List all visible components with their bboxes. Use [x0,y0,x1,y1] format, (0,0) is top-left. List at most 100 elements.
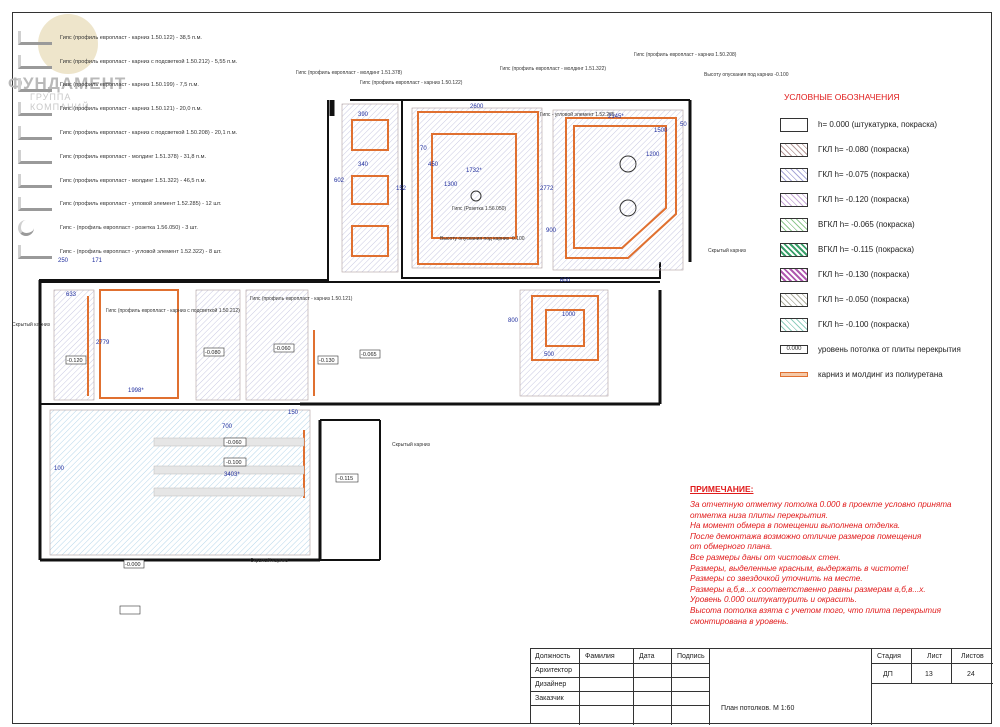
label-height-down-2: Высоту опускания под карниз -0.100 [440,236,525,242]
profile-icon [18,78,52,93]
material-item: Гипс (профиль европласт - карниз с подсв… [18,50,278,74]
stamp-sheets-label: Листов [961,653,984,660]
dim-390: 390 [358,112,369,118]
stamp-role-customer: Заказчик [535,695,564,702]
dim-633: 633 [66,292,77,298]
dim-602: 602 [334,178,345,184]
legend-swatch [780,167,808,182]
label-corner: Гипс - угловой элемент 1.52.285 [540,111,615,118]
stamp-title: План потолков. М 1:60 [721,705,795,712]
label-profile-122: Гипс (профиль европласт - карниз 1.50.12… [360,80,463,86]
note-line: отметка низа плиты перекрытия. [690,510,828,520]
material-item: Гипс (профиль европласт - карниз 1.50.12… [18,26,278,50]
note-line: Размеры а,б,в...х соответственно равны р… [690,584,926,594]
material-item: Гипс (профиль европласт - карниз с подсв… [18,121,278,145]
legend-item: h= 0.000 (штукатурка, покраска) [780,112,980,137]
profile-icon [18,197,52,212]
stamp-role-architect: Архитектор [535,667,572,674]
material-item: Гипс (профиль европласт - карниз 1.50.12… [18,97,278,121]
level-0-130: -0.130 [319,358,335,364]
profile-icon [18,30,52,45]
profile-icon [18,102,52,117]
dim-2600: 2600 [470,104,484,110]
legend-item: ГКЛ h= -0.050 (покраска) [780,287,980,312]
dim-150: 150 [288,410,299,416]
legend-item: ГКЛ h= -0.130 (покраска) [780,262,980,287]
dim-600: 600 [560,278,571,284]
dim-2772: 2772 [540,186,554,192]
rosettes [470,155,637,217]
dim-1300: 1300 [444,182,458,188]
walls [38,99,692,562]
level-0-100: -0.100 [226,460,242,466]
legend-item: ВГКЛ h= -0.115 (покраска) [780,237,980,262]
legend-item: ГКЛ h= -0.075 (покраска) [780,162,980,187]
dim-1998: 1998* [128,388,144,394]
note-line: Размеры со звездочкой уточнить на месте. [690,574,863,584]
label-profile-212: Гипс (профиль европласт - карниз с подсв… [106,307,240,314]
stamp-role-designer: Дизайнер [535,681,567,688]
company-logo: ФУНДАМЕНТ ГРУППА КОМПАНИЙ [0,0,130,120]
level-0-060: -0.060 [275,346,291,352]
stamp-signature: Подпись [677,653,705,660]
legend-swatch [780,317,808,332]
dim-450: 450 [428,162,439,168]
level-values: -0.120 -0.080 -0.060 -0.130 -0.065 -0.06… [67,346,377,568]
level-0-080: -0.080 [205,350,221,356]
note-line: После демонтажа возможно отличие размеро… [690,531,922,541]
legend-swatch [780,292,808,307]
legend-swatch [780,267,808,282]
label-hidden-cornice-4: Скрытый карниз [12,321,51,328]
stamp-stage-label: Стадия [877,653,901,660]
dim-100: 100 [54,466,65,472]
title-block: Должность Фамилия Дата Подпись Архитекто… [530,648,993,725]
label-profile-322: Гипс (профиль европласт - молдинг 1.51.3… [500,66,606,72]
dim-800: 800 [508,318,519,324]
dim-1732: 1732* [466,168,482,174]
label-rosette: Гипс (Розетка 1.56.050) [452,206,506,212]
label-hidden-cornice-2: Скрытый карниз [392,441,431,448]
dim-171: 171 [92,258,103,264]
material-item: Гипс (профиль европласт - карниз 1.50.19… [18,74,278,98]
label-profile-378: Гипс (профиль европласт - молдинг 1.51.3… [296,70,402,76]
stamp-surname: Фамилия [585,653,615,660]
material-item: Гипс (профиль европласт - угловой элемен… [18,193,278,217]
legend-item: карниз и молдинг из полиуретана [780,362,980,387]
legend-swatch [780,117,808,132]
legend-item: ГКЛ h= -0.100 (покраска) [780,312,980,337]
dim-2145: 2145* [608,114,624,120]
note-line: смонтирована в уровень. [690,616,789,626]
label-hidden-cornice-1: Скрытый карниз [708,247,747,254]
profile-icon [18,54,52,69]
legend-swatch [780,192,808,207]
legend-item: ВГКЛ h= -0.065 (покраска) [780,212,980,237]
note-line: Уровень 0.000 оштукатурить и окрасить. [690,595,857,605]
level-0-060b: -0.060 [226,440,242,446]
note-line: Все размеры даны от чистовых стен. [690,552,841,562]
legend-swatch [780,217,808,232]
dim-340: 340 [358,162,369,168]
logo-subtitle: ГРУППА КОМПАНИЙ [30,92,90,112]
hatched-zones [49,103,684,556]
stamp-sheet-label: Лист [927,653,943,660]
material-item: Гипс - (профиль европласт - угловой элем… [18,240,278,264]
drawing-frame [12,12,992,724]
dim-700: 700 [222,424,233,430]
dim-50: 50 [680,122,687,128]
label-profile-121: Гипс (профиль европласт - карниз 1.50.12… [250,296,353,302]
profile-icon [18,149,52,164]
note-line: За отчетную отметку потолка 0.000 в прое… [690,500,952,509]
note-line: Размеры, выделенные красным, выдержать в… [690,563,909,573]
dim-3403: 3403* [224,472,240,478]
legend-title: УСЛОВНЫЕ ОБОЗНАЧЕНИЯ [784,92,900,102]
note-title: ПРИМЕЧАНИЕ: [690,484,754,494]
level-marks [65,343,381,615]
level-0-000: -0.000 [125,562,141,568]
dim-900: 900 [546,228,557,234]
materials-list: Гипс (профиль европласт - карниз 1.50.12… [18,26,278,264]
profile-icon [18,245,52,260]
material-item: Гипс (профиль европласт - молдинг 1.51.3… [18,169,278,193]
cornices [87,111,677,498]
note-line: На момент обмера в помещении выполнена о… [690,521,901,531]
